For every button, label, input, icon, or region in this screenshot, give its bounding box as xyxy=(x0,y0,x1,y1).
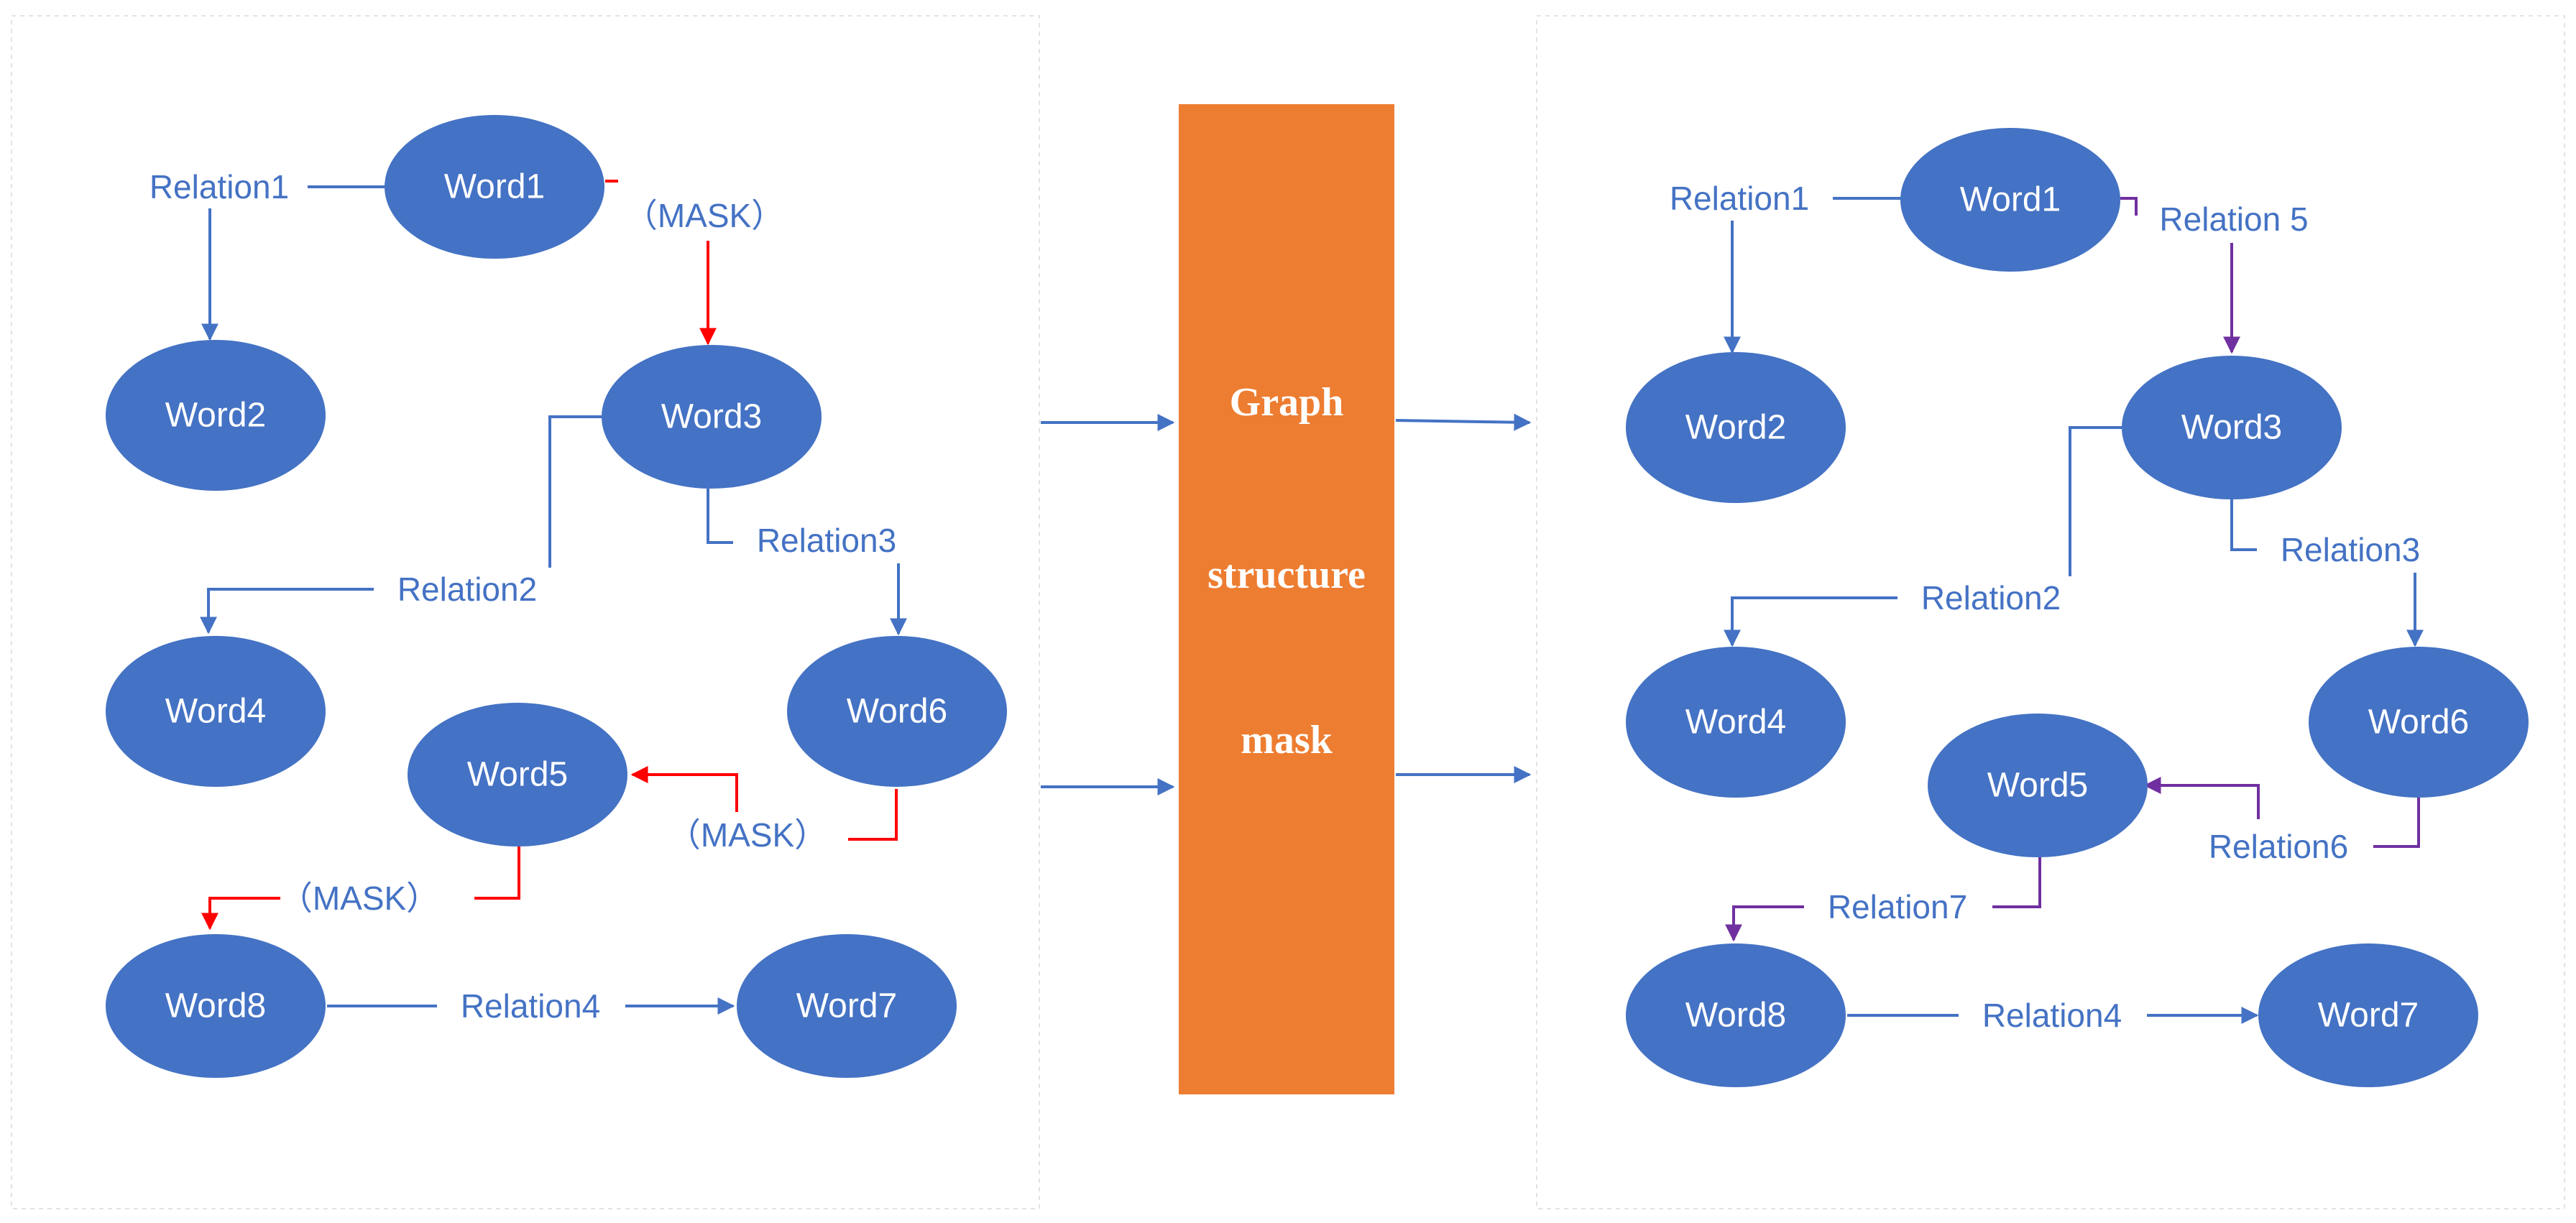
left-label-relation2: Relation2 xyxy=(397,571,537,608)
left-node-word4: Word4 xyxy=(106,636,326,787)
right-graph: Word1 Word2 Word3 Word4 Word5 Word6 Word… xyxy=(1626,128,2529,1087)
svg-text:Word3: Word3 xyxy=(2181,409,2283,447)
right-node-word1: Word1 xyxy=(1900,128,2120,272)
svg-text:Word4: Word4 xyxy=(1685,703,1787,742)
left-label-relation4: Relation4 xyxy=(461,987,600,1025)
svg-text:Word7: Word7 xyxy=(796,987,898,1025)
right-label-relation1: Relation1 xyxy=(1670,180,1809,217)
svg-text:Word7: Word7 xyxy=(2318,997,2419,1035)
left-edge-word6-mask xyxy=(848,789,898,841)
right-node-word3: Word3 xyxy=(2122,356,2342,499)
right-edge-word1-word2 xyxy=(1724,197,1901,354)
right-edge-relation6-word5 xyxy=(2143,777,2260,819)
right-label-relation3: Relation3 xyxy=(2281,531,2420,568)
right-label-relation6: Relation6 xyxy=(2209,828,2348,865)
svg-text:Word4: Word4 xyxy=(165,693,267,731)
left-node-word8: Word8 xyxy=(106,934,326,1078)
svg-text:Word3: Word3 xyxy=(661,398,763,436)
left-label-mask-2: （MASK） xyxy=(668,816,827,854)
svg-text:Word8: Word8 xyxy=(1685,997,1787,1035)
right-node-word4: Word4 xyxy=(1626,647,1846,798)
center-label-line1: Graph xyxy=(1230,380,1344,425)
left-node-word3: Word3 xyxy=(602,345,822,489)
center-process: Graph structure mask xyxy=(1041,104,1532,1094)
right-label-relation2: Relation2 xyxy=(1921,579,2061,617)
right-node-word7: Word7 xyxy=(2258,943,2478,1087)
left-edge-word1-word2 xyxy=(201,185,385,341)
left-node-word7: Word7 xyxy=(737,934,957,1078)
center-label-line2: structure xyxy=(1208,553,1366,597)
svg-text:Word6: Word6 xyxy=(2368,703,2470,742)
left-graph: Word1 Word2 Word3 Word4 Word5 Word6 Word… xyxy=(106,115,1007,1078)
right-label-relation4: Relation4 xyxy=(1982,997,2122,1034)
left-label-mask-1: （MASK） xyxy=(625,197,784,234)
left-edge-word5-mask xyxy=(474,846,520,900)
svg-text:Word5: Word5 xyxy=(1987,767,2089,805)
left-node-word2: Word2 xyxy=(106,340,326,491)
right-label-relation5: Relation 5 xyxy=(2159,200,2308,238)
left-edge-mask-word8 xyxy=(201,897,280,931)
svg-text:Word2: Word2 xyxy=(1685,409,1787,447)
right-node-word6: Word6 xyxy=(2309,647,2529,798)
right-edge-word5-word8 xyxy=(1991,855,2041,908)
left-edge-mask-word5 xyxy=(630,766,738,812)
right-node-word8: Word8 xyxy=(1626,943,1846,1087)
left-label-mask-3: （MASK） xyxy=(280,880,439,917)
center-label-line3: mask xyxy=(1241,718,1333,762)
right-node-word2: Word2 xyxy=(1626,352,1846,503)
svg-text:Word5: Word5 xyxy=(467,756,569,794)
left-node-word5: Word5 xyxy=(408,703,627,846)
left-node-word1: Word1 xyxy=(385,115,604,259)
right-edge-word1-word3 xyxy=(2120,197,2138,216)
right-label-relation7: Relation7 xyxy=(1828,888,1967,926)
right-node-word5: Word5 xyxy=(1928,714,2148,857)
right-edge-relation7-word8 xyxy=(1725,905,1804,942)
left-label-relation3: Relation3 xyxy=(757,522,896,559)
right-panel xyxy=(1536,15,2565,1209)
left-panel xyxy=(11,15,1040,1209)
svg-text:Word2: Word2 xyxy=(165,397,267,435)
graph-structure-mask-box xyxy=(1179,104,1394,1094)
svg-text:Word6: Word6 xyxy=(847,693,948,731)
right-edge-word6-word5 xyxy=(2365,796,2420,848)
svg-text:Word8: Word8 xyxy=(165,987,267,1025)
svg-text:Word1: Word1 xyxy=(1960,181,2061,219)
left-node-word6: Word6 xyxy=(787,636,1007,787)
arrow-out-top xyxy=(1395,413,1532,431)
svg-text:Word1: Word1 xyxy=(444,168,546,206)
left-label-relation1: Relation1 xyxy=(150,168,289,206)
